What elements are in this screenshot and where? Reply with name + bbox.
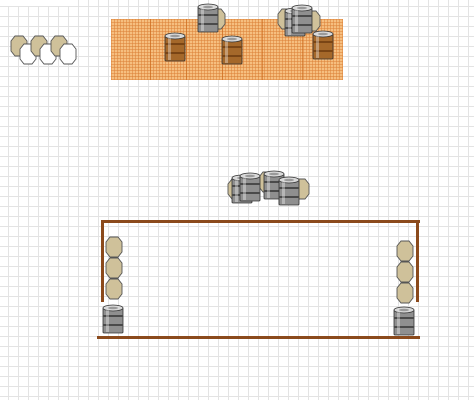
zone-divider xyxy=(150,19,151,80)
steel-drum-icon[interactable] xyxy=(196,3,220,39)
gas-cylinder-icon[interactable] xyxy=(396,282,414,308)
gas-cylinder-icon[interactable] xyxy=(105,236,123,262)
steel-drum-icon[interactable] xyxy=(290,4,314,40)
gas-cylinder-icon[interactable] xyxy=(105,278,123,304)
rusty-drum-icon[interactable] xyxy=(163,32,187,68)
wall-left[interactable] xyxy=(101,220,104,302)
top-strip xyxy=(0,0,70,6)
rusty-drum-icon[interactable] xyxy=(220,35,244,71)
steel-drum-icon[interactable] xyxy=(238,172,262,208)
wall-bottom[interactable] xyxy=(97,336,420,339)
wall-top[interactable] xyxy=(101,220,420,223)
steel-drum-icon[interactable] xyxy=(277,176,301,212)
gas-cylinder-icon[interactable] xyxy=(105,257,123,283)
rusty-drum-icon[interactable] xyxy=(311,30,335,66)
wall-right[interactable] xyxy=(416,220,419,302)
gas-cylinder-icon[interactable] xyxy=(396,261,414,287)
gas-cylinder-icon[interactable] xyxy=(396,240,414,266)
steel-drum-icon[interactable] xyxy=(392,306,416,342)
steel-drum-icon[interactable] xyxy=(101,304,125,340)
zone-divider xyxy=(262,19,263,80)
zone-divider xyxy=(302,19,303,80)
gas-cylinder-icon[interactable] xyxy=(59,43,77,69)
zone-divider xyxy=(186,19,187,80)
